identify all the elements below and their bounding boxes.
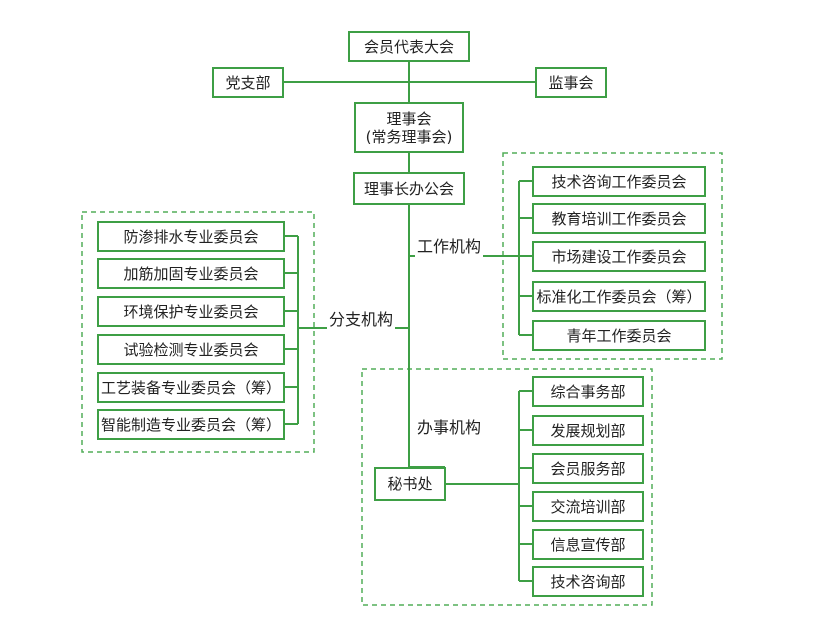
working-committee-node: 技术咨询工作委员会 <box>532 166 706 197</box>
branch-committee-node: 加筋加固专业委员会 <box>97 258 285 289</box>
branch-committee-node: 工艺装备专业委员会（筹） <box>97 372 285 403</box>
working-committee-node: 市场建设工作委员会 <box>532 241 706 272</box>
council-title: 理事会 <box>386 109 432 128</box>
branch-committee-node: 环境保护专业委员会 <box>97 296 285 327</box>
admin-group-frame <box>361 368 653 606</box>
department-node: 发展规划部 <box>532 415 644 446</box>
council-subtitle: (常务理事会) <box>365 127 453 146</box>
supervisory-board-node: 监事会 <box>535 67 607 98</box>
chairman-office-node: 理事长办公会 <box>353 172 465 205</box>
working-committee-node: 教育培训工作委员会 <box>532 203 706 234</box>
branch-committee-node: 智能制造专业委员会（筹） <box>97 409 285 440</box>
working-bodies-label: 工作机构 <box>415 233 484 257</box>
branch-committee-node: 防渗排水专业委员会 <box>97 221 285 252</box>
assembly-node: 会员代表大会 <box>348 31 470 62</box>
party-branch-node: 党支部 <box>212 67 284 98</box>
working-committee-node: 青年工作委员会 <box>532 320 706 351</box>
department-node: 会员服务部 <box>532 453 644 484</box>
secretariat-node: 秘书处 <box>374 467 446 501</box>
admin-bodies-label: 办事机构 <box>415 414 484 438</box>
council-node: 理事会 (常务理事会) <box>354 102 464 153</box>
branch-bodies-label: 分支机构 <box>327 306 396 330</box>
branch-committee-node: 试验检测专业委员会 <box>97 334 285 365</box>
department-node: 综合事务部 <box>532 376 644 407</box>
branch-group-frame <box>81 211 315 453</box>
department-node: 技术咨询部 <box>532 566 644 597</box>
working-committee-node: 标准化工作委员会（筹） <box>532 281 706 312</box>
department-node: 交流培训部 <box>532 491 644 522</box>
department-node: 信息宣传部 <box>532 529 644 560</box>
